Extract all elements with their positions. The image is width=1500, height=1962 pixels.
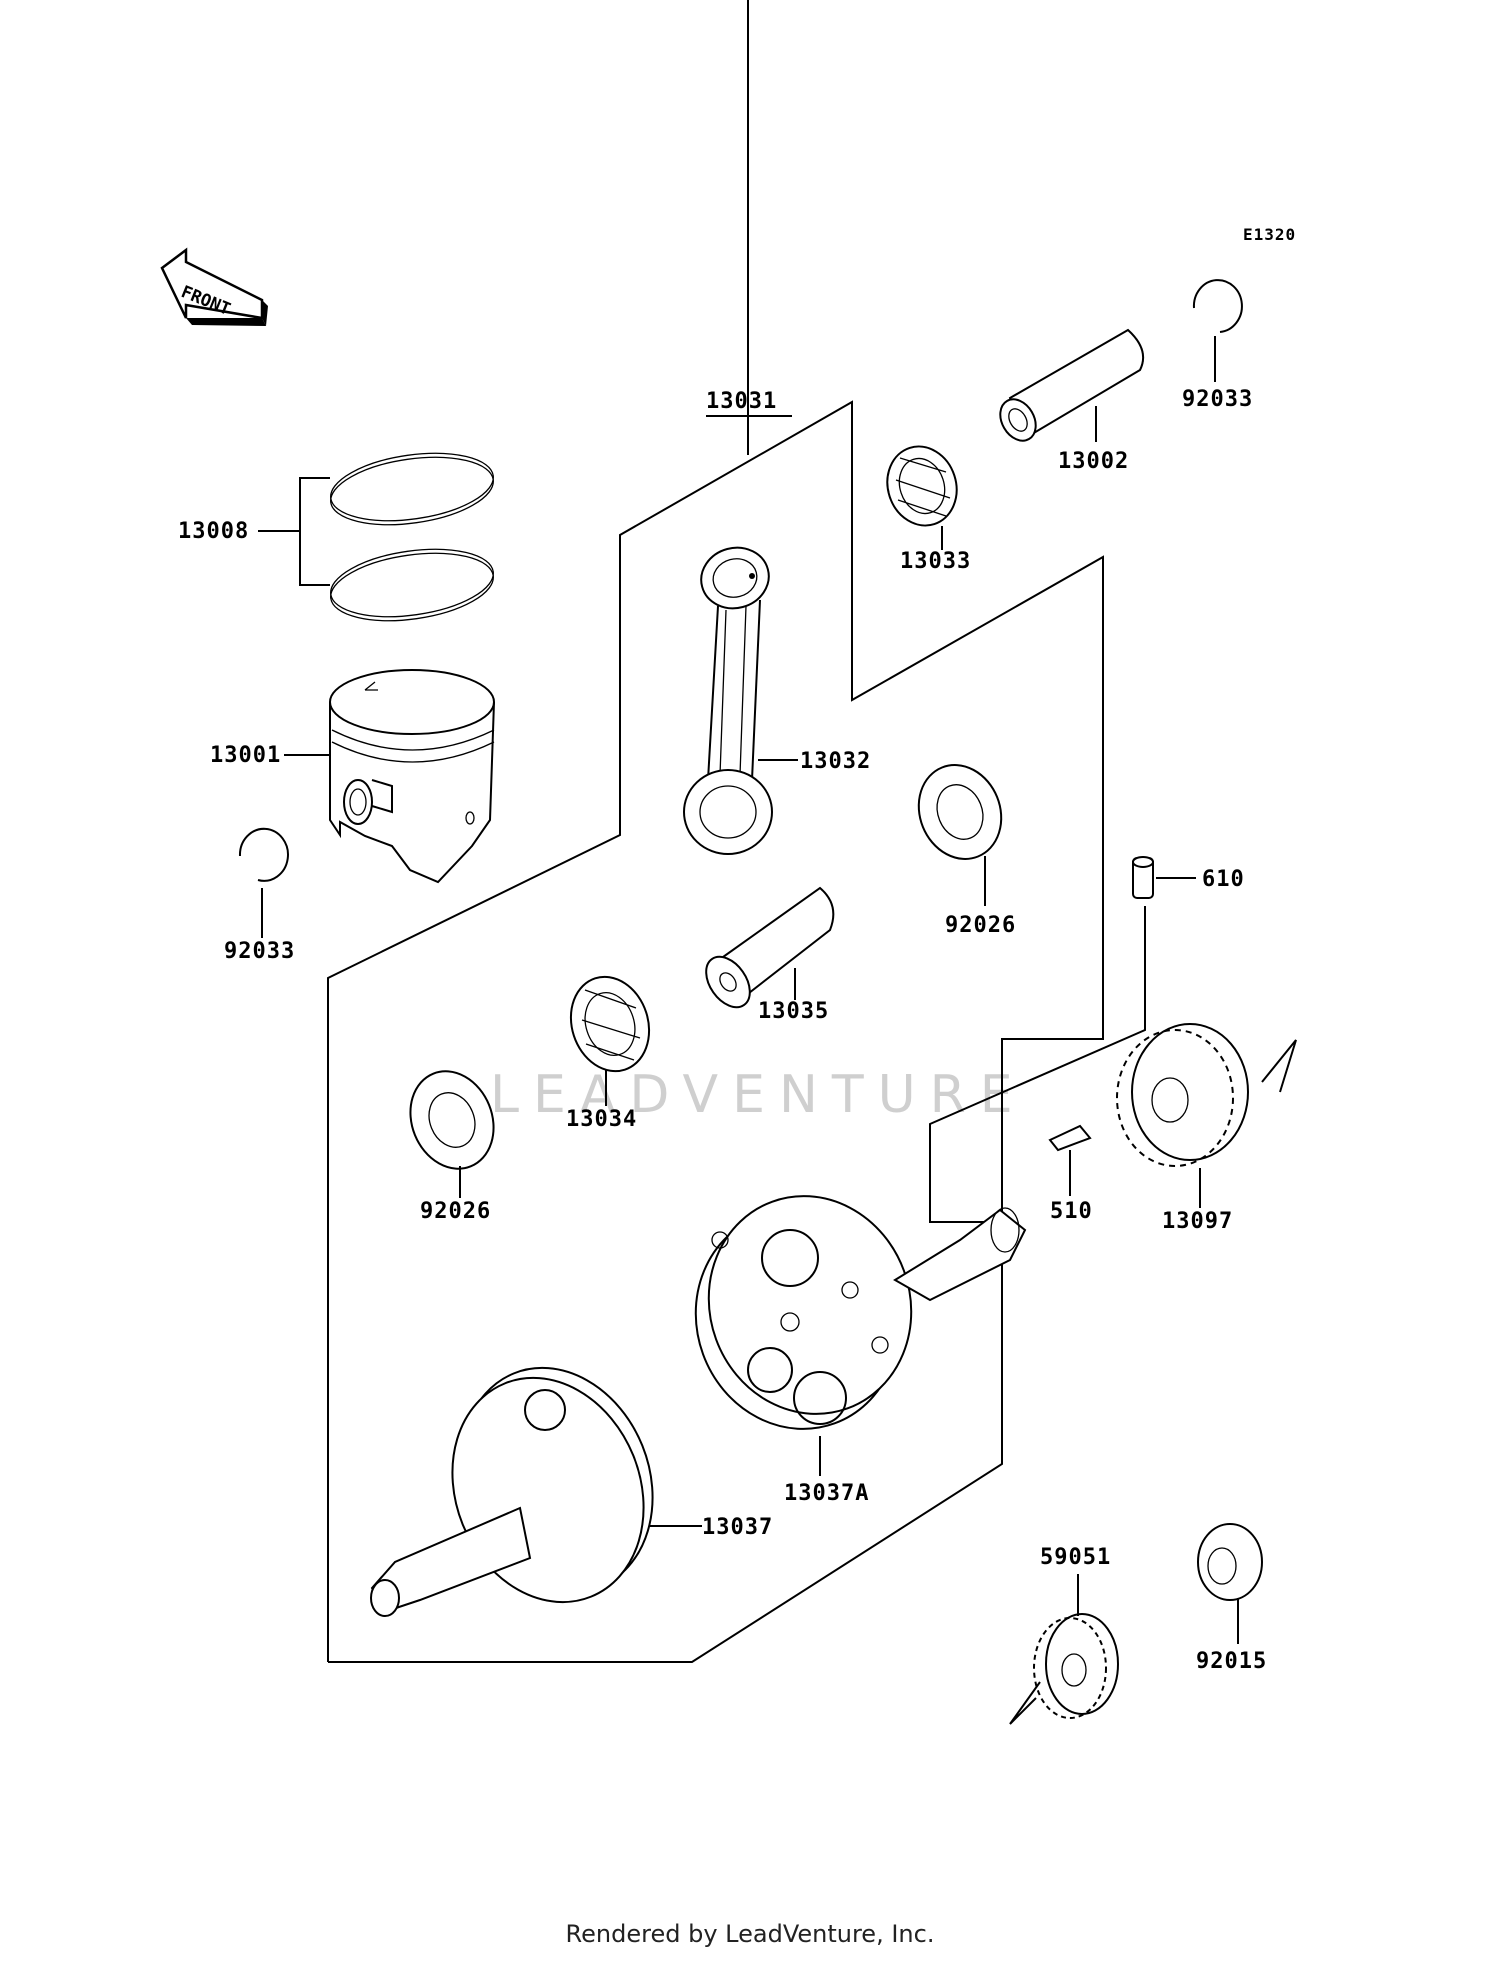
crankshaft-right-icon (694, 1195, 1027, 1430)
part-label-13037a[interactable]: 13037A (784, 1481, 869, 1506)
part-label-13037[interactable]: 13037 (702, 1515, 773, 1540)
part-label-13033[interactable]: 13033 (900, 549, 971, 574)
footer-credit: Rendered by LeadVenture, Inc. (565, 1920, 935, 1948)
part-label-92015[interactable]: 92015 (1196, 1649, 1267, 1674)
front-arrow-icon: FRONT (160, 247, 268, 326)
part-label-13097[interactable]: 13097 (1162, 1209, 1233, 1234)
connecting-rod-icon (683, 546, 773, 855)
watermark: LEADVENTURE (490, 1065, 1027, 1125)
part-label-13032[interactable]: 13032 (800, 749, 871, 774)
needle-bearing-icon-top (886, 445, 958, 527)
piston-ring-icon (330, 452, 494, 622)
part-label-13035[interactable]: 13035 (758, 999, 829, 1024)
dowel-pin-icon (1132, 856, 1154, 899)
circlip-icon-left (238, 827, 289, 882)
piston-pin-icon (999, 328, 1144, 442)
woodruff-key-icon (1048, 1124, 1092, 1152)
part-label-92026-left[interactable]: 92026 (420, 1199, 491, 1224)
part-label-59051[interactable]: 59051 (1040, 1545, 1111, 1570)
part-label-92033-top[interactable]: 92033 (1182, 387, 1253, 412)
leader-610-shaft (929, 906, 1146, 1223)
part-label-92033-left[interactable]: 92033 (224, 939, 295, 964)
part-label-13031[interactable]: 13031 (706, 389, 777, 414)
needle-bearing-icon-bottom (569, 975, 651, 1073)
thrust-washer-icon-top (917, 764, 1003, 860)
crankshaft-left-icon (370, 1366, 654, 1617)
gear-icon-large (1116, 1023, 1297, 1167)
part-label-510[interactable]: 510 (1050, 1199, 1093, 1224)
crankshaft-group-outline (327, 400, 1104, 1663)
part-label-13008[interactable]: 13008 (178, 519, 249, 544)
part-label-13034[interactable]: 13034 (566, 1107, 637, 1132)
thrust-washer-icon-left (409, 1070, 495, 1170)
crank-pin-icon (705, 886, 835, 1009)
gear-icon-small (1009, 1613, 1119, 1725)
part-label-610[interactable]: 610 (1202, 867, 1245, 892)
diagram-code: E1320 (1243, 225, 1296, 244)
circlip-icon-top (1192, 279, 1243, 333)
part-label-92026-top[interactable]: 92026 (945, 913, 1016, 938)
part-label-13001[interactable]: 13001 (210, 743, 281, 768)
leader-13008 (299, 477, 330, 586)
piston-icon (329, 669, 495, 884)
part-label-13002[interactable]: 13002 (1058, 449, 1129, 474)
nut-icon (1197, 1523, 1263, 1601)
